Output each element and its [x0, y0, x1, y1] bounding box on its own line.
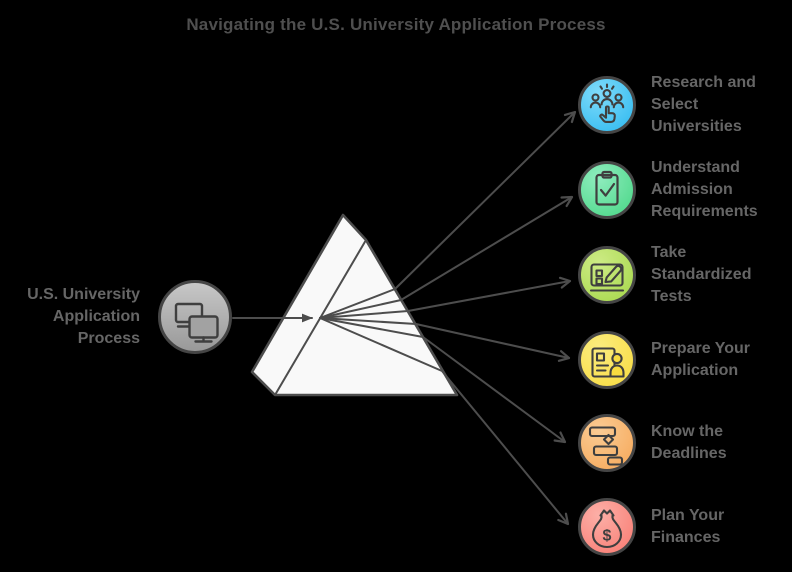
- step-research: Research and Select Universities: [577, 60, 756, 150]
- svg-text:$: $: [603, 528, 612, 545]
- diagram-title: Navigating the U.S. University Applicati…: [186, 15, 606, 34]
- gantt-deadlines-icon: [578, 414, 636, 472]
- ray-group: [232, 110, 577, 526]
- step-deadlines: Know the Deadlines: [577, 398, 727, 488]
- application-document-icon: [578, 331, 636, 389]
- clipboard-check-icon: [578, 161, 636, 219]
- step-label: Know the Deadlines: [651, 423, 727, 462]
- step-finances: $ Plan Your Finances: [577, 482, 724, 572]
- ray-to-tests: [319, 276, 572, 319]
- step-label: Research and Select Universities: [651, 74, 756, 135]
- ray-to-research: [319, 110, 577, 319]
- step-tests: Take Standardized Tests: [577, 230, 751, 320]
- online-test-pencil-icon: [578, 246, 636, 304]
- ray-to-application: [319, 317, 571, 362]
- select-people-icon: [578, 76, 636, 134]
- step-label: Take Standardized Tests: [651, 244, 752, 305]
- step-label: Prepare Your Application: [651, 340, 751, 379]
- dual-monitors-glyph: [174, 302, 219, 343]
- source-label: U.S. University Application Process: [27, 286, 140, 347]
- step-label: Understand Admission Requirements: [651, 159, 758, 220]
- ray-to-finances: [319, 317, 570, 526]
- ray-to-deadlines: [319, 317, 567, 444]
- ray-to-requirements: [319, 195, 574, 319]
- dual-monitors-icon: [158, 280, 232, 354]
- step-label: Plan Your Finances: [651, 507, 725, 546]
- money-bag-icon: $: [578, 498, 636, 556]
- step-application: Prepare Your Application: [577, 315, 750, 405]
- step-requirements: Understand Admission Requirements: [577, 145, 758, 235]
